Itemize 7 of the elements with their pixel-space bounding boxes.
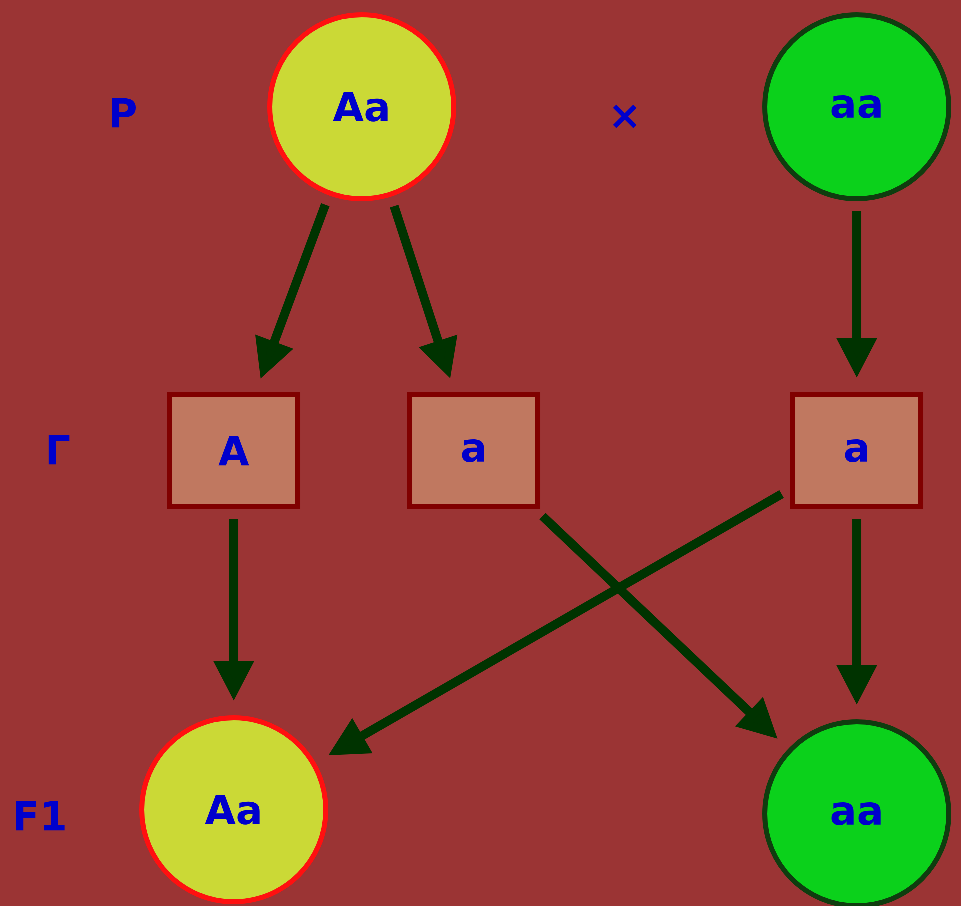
generation-label: F1 [16, 801, 65, 831]
gamete-box: A [168, 392, 300, 510]
generation-label: × [613, 104, 637, 128]
gamete-box: a [408, 392, 540, 510]
generation-label: Г [48, 435, 70, 465]
gamete-box: a [790, 392, 924, 510]
generation-label: P [112, 98, 136, 128]
